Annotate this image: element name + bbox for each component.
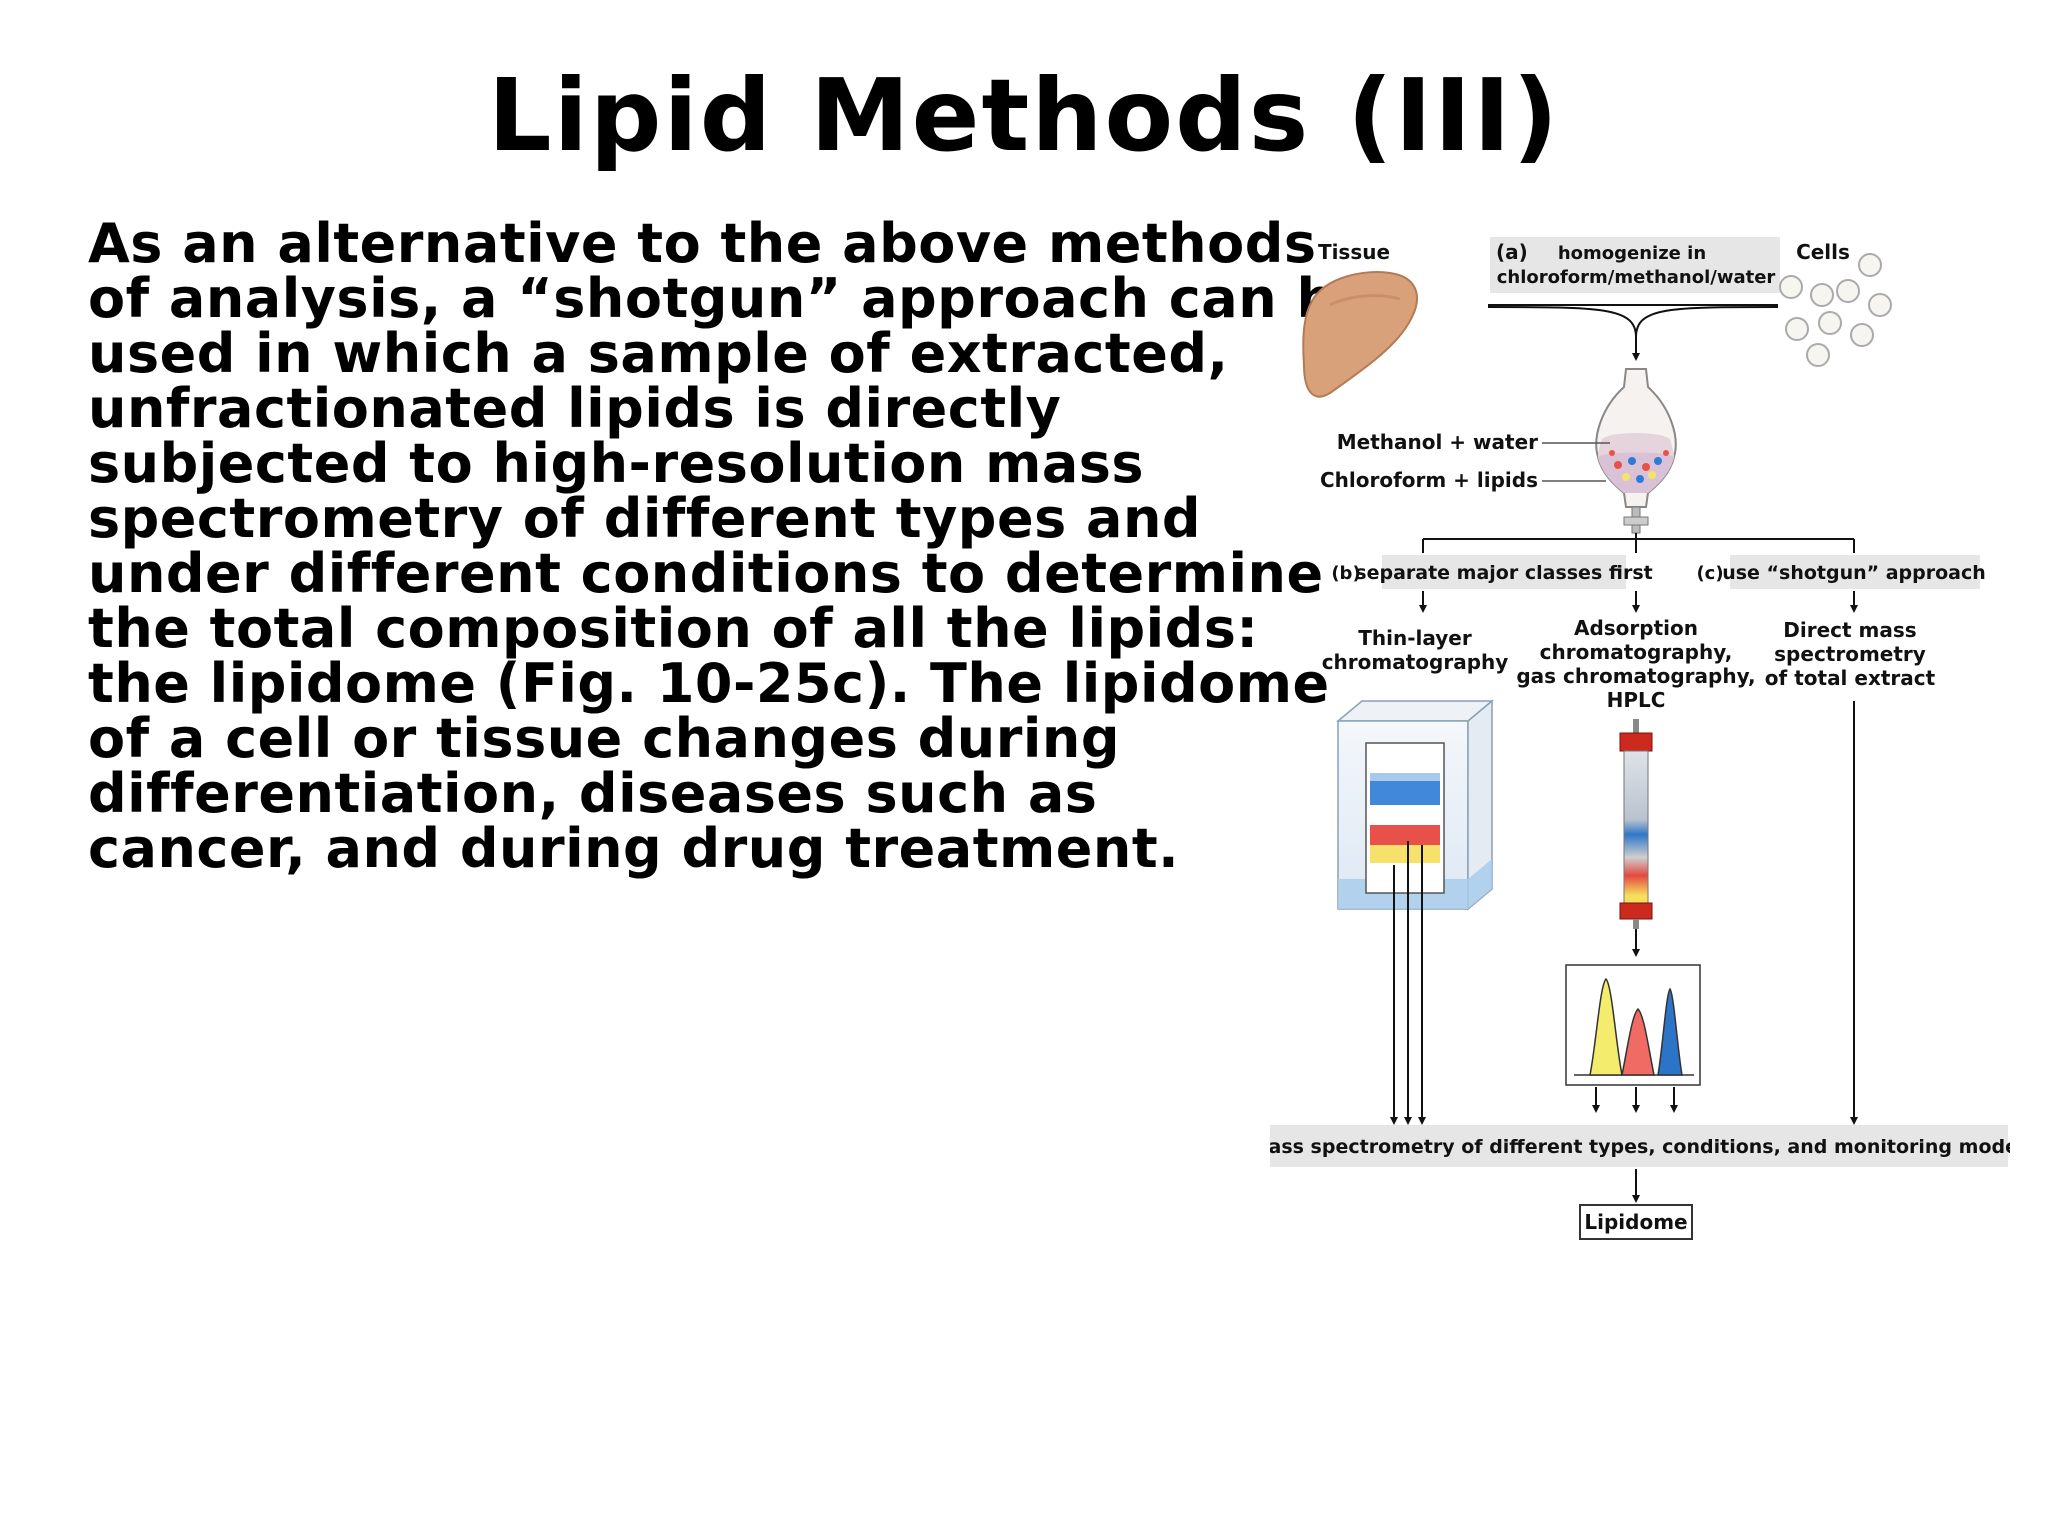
tissue-label: Tissue: [1318, 240, 1390, 264]
adsorption-label-line2: chromatography,: [1540, 640, 1733, 664]
step-a-letter: (a): [1496, 240, 1528, 264]
tlc-label-line1: Thin-layer: [1358, 626, 1472, 650]
lipid-workflow-figure: Tissue (a) homogenize in chloroform/meth…: [1270, 237, 2010, 1240]
body-line: of analysis, a “shotgun” approach can be: [88, 267, 1373, 330]
body-line: cancer, and during drug treatment.: [88, 817, 1180, 880]
step-c-letter: (c): [1696, 563, 1723, 584]
ms-bar: [1270, 1125, 2008, 1167]
direct-ms-label-line2: spectrometry: [1774, 642, 1926, 666]
cells-icon: [1779, 253, 1892, 367]
ms-bar-label: mass spectrometry of different types, co…: [1270, 1136, 2010, 1158]
adsorption-label-line4: HPLC: [1607, 688, 1666, 712]
step-b-letter: (b): [1331, 563, 1360, 584]
hplc-column-icon: [1619, 719, 1653, 929]
body-line: subjected to high-resolution mass: [88, 432, 1145, 495]
step-b-label: separate major classes first: [1355, 562, 1652, 584]
adsorption-label-line3: gas chromatography,: [1516, 664, 1755, 688]
lipidome-box: [1579, 1204, 1693, 1240]
adsorption-label-line1: Adsorption: [1574, 616, 1698, 640]
liver-tissue-icon: [1302, 271, 1418, 398]
step-c-label: use “shotgun” approach: [1722, 562, 1986, 584]
slide-title: Lipid Methods (III): [487, 57, 1561, 174]
tlc-label-line2: chromatography: [1322, 650, 1509, 674]
separatory-funnel-icon: [1595, 368, 1677, 534]
direct-ms-label-line1: Direct mass: [1783, 618, 1916, 642]
chromatogram-peaks: [1565, 964, 1701, 1086]
step-a-line2: chloroform/methanol/water: [1497, 267, 1776, 288]
body-line: used in which a sample of extracted,: [88, 322, 1229, 385]
step-a-box: [1490, 237, 1780, 293]
tlc-tank-icon: [1335, 699, 1495, 911]
body-line: As an alternative to the above methods: [88, 212, 1317, 275]
body-line: under different conditions to determine: [88, 542, 1324, 605]
direct-ms-label-line3: of total extract: [1765, 666, 1936, 690]
step-b-box: [1382, 555, 1626, 589]
body-paragraph: As an alternative to the above methods o…: [88, 212, 1373, 880]
step-c-box: [1730, 555, 1980, 589]
body-line: of a cell or tissue changes during: [88, 707, 1120, 770]
body-line: differentiation, diseases such as: [88, 762, 1098, 825]
body-line: unfractionated lipids is directly: [88, 377, 1062, 440]
cells-label: Cells: [1796, 240, 1850, 264]
body-line: the lipidome (Fig. 10-25c). The lipidome: [88, 652, 1330, 715]
merge-brace: [1487, 306, 1779, 338]
body-line: the total composition of all the lipids:: [88, 597, 1259, 660]
step-a-line1: homogenize in: [1558, 243, 1706, 264]
body-line: spectrometry of different types and: [88, 487, 1202, 550]
funnel-lower-label: Chloroform + lipids: [1320, 468, 1538, 492]
funnel-upper-label: Methanol + water: [1337, 430, 1538, 454]
lipidome-label: Lipidome: [1584, 1210, 1687, 1234]
liver-highlight: [1329, 294, 1401, 307]
